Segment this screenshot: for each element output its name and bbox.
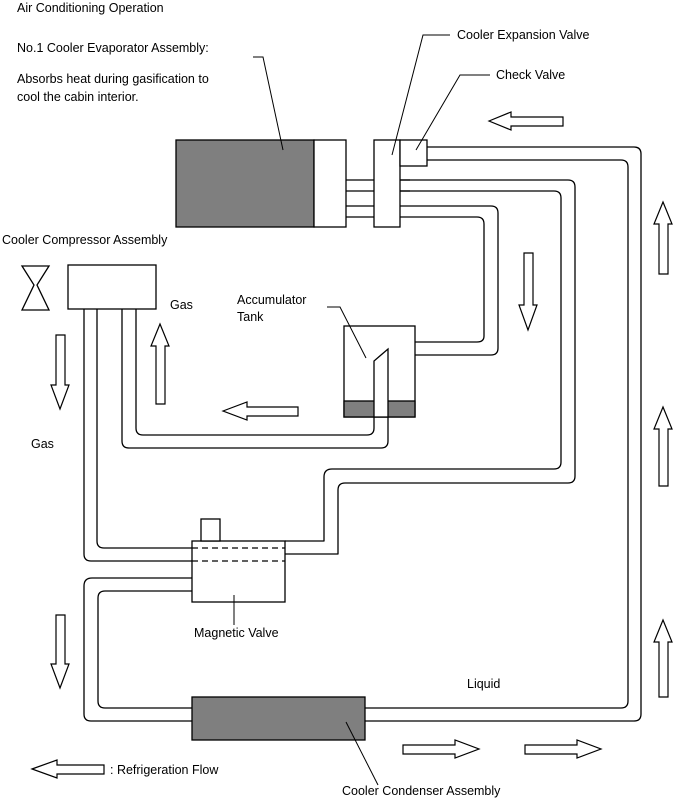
gas-label-left: Gas xyxy=(31,437,54,451)
leader-lines xyxy=(233,34,490,786)
arrow-right-icon xyxy=(402,739,481,759)
arrow-left-icon xyxy=(487,111,564,131)
pipe-liquid-inner xyxy=(285,190,562,542)
arrow-up-icon xyxy=(653,405,673,487)
accumulator-label-line2: Tank xyxy=(237,310,264,324)
liquid-label: Liquid xyxy=(467,677,500,691)
expansion-valve-label: Cooler Expansion Valve xyxy=(457,28,590,42)
pipe-accum-to-comp-outer xyxy=(121,309,389,449)
legend-label: : Refrigeration Flow xyxy=(110,763,219,777)
flow-arrows xyxy=(30,111,673,779)
arrow-right-icon xyxy=(524,739,603,759)
evaporator-description-line2: cool the cabin interior. xyxy=(17,90,139,104)
evaporator-description-line1: Absorbs heat during gasification to xyxy=(17,72,209,86)
diagram-title: Air Conditioning Operation xyxy=(17,1,164,15)
pipe-to-condenser-outer xyxy=(83,577,192,722)
compressor-pulley-icon xyxy=(20,265,51,311)
evaporator-assembly xyxy=(175,139,347,228)
pipe-liquid-outer xyxy=(285,179,576,555)
check-valve xyxy=(399,139,428,167)
compressor-assembly xyxy=(67,264,157,310)
gas-label-compressor: Gas xyxy=(170,298,193,312)
arrow-left-icon xyxy=(221,401,299,421)
evaporator-label: No.1 Cooler Evaporator Assembly: xyxy=(17,41,209,55)
legend-arrow-icon xyxy=(30,759,105,779)
pipe-outer-loop-outer xyxy=(365,146,642,722)
magnetic-valve xyxy=(191,518,286,603)
accumulator-label-line1: Accumulator xyxy=(237,293,306,307)
arrow-down-icon xyxy=(518,252,538,332)
condenser-label: Cooler Condenser Assembly xyxy=(342,784,501,798)
pipe-comp-discharge-outer xyxy=(83,309,192,562)
condenser-assembly xyxy=(191,696,366,741)
arrow-down-icon xyxy=(50,334,70,411)
check-valve-label: Check Valve xyxy=(496,68,565,82)
pipe-evap-return-outer xyxy=(400,205,499,356)
pipe-accum-to-comp-inner xyxy=(135,309,375,436)
refrigerant-pipes xyxy=(83,146,642,722)
compressor-label: Cooler Compressor Assembly xyxy=(2,233,168,247)
arrow-up-icon xyxy=(653,200,673,275)
arrow-up-icon xyxy=(653,618,673,698)
magnetic-valve-label: Magnetic Valve xyxy=(194,626,279,640)
pipe-to-condenser-inner xyxy=(97,590,192,709)
arrow-down-icon xyxy=(50,614,70,690)
arrow-up-icon xyxy=(150,322,170,405)
expansion-valve xyxy=(373,139,401,228)
pipe-outer-loop-inner xyxy=(365,159,629,709)
pipe-evap-return-inner xyxy=(400,216,485,343)
pipe-comp-discharge-inner xyxy=(96,309,192,549)
accumulator-tank xyxy=(343,325,416,418)
